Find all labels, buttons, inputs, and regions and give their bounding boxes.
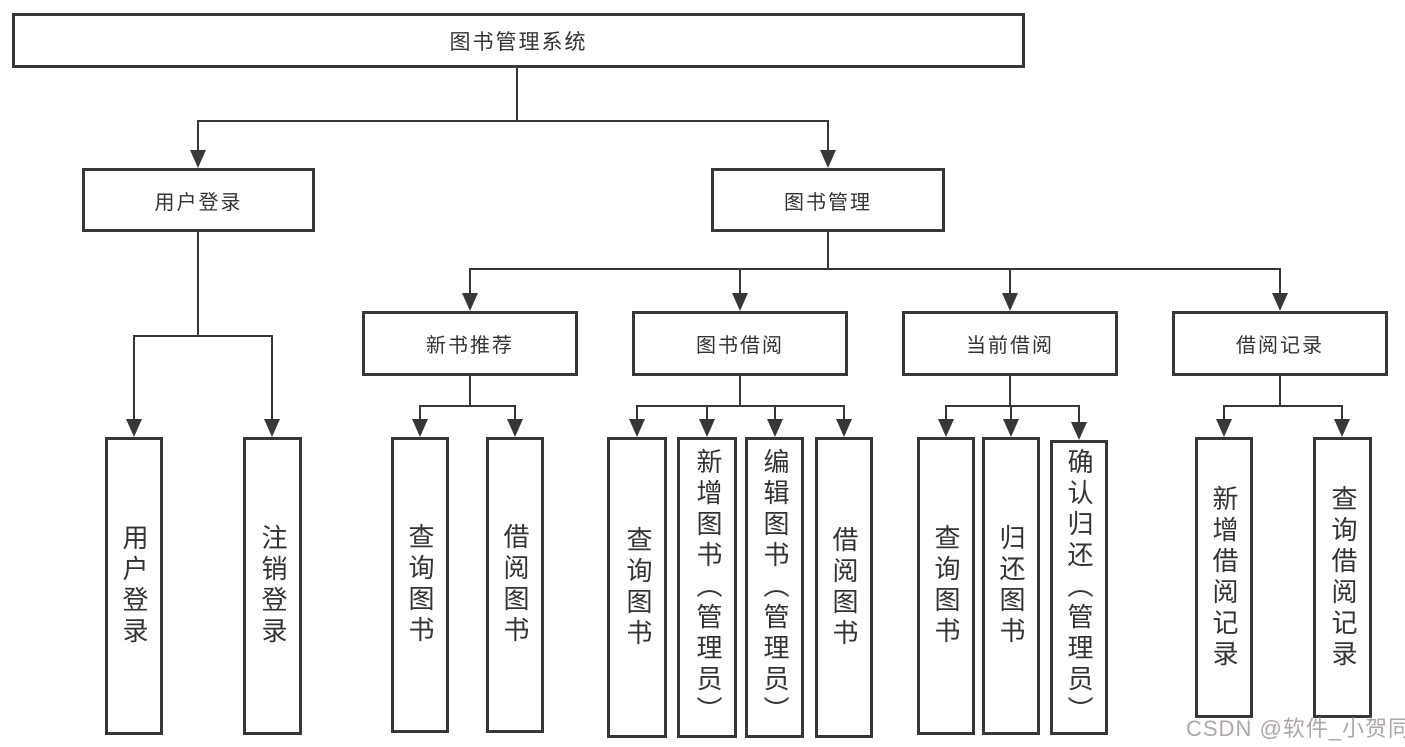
node-book-management: 图书管理 [711,168,945,232]
arrow-head [1003,419,1019,437]
leaf-add-book-admin: 新增图书（管理员） [677,437,737,738]
connector-line [1223,405,1225,420]
arrow-head [1216,419,1232,437]
arrow-head [1002,293,1018,311]
connector-line [945,405,1080,407]
connector-line [514,405,516,420]
connector-line [1341,405,1343,420]
arrow-head [1071,422,1087,440]
arrow-head [126,419,142,437]
arrow-head [836,419,852,437]
leaf-confirm-return-admin: 确认归还（管理员） [1050,440,1108,735]
connector-line [133,335,273,337]
connector-line [271,335,273,420]
connector-line [1279,376,1281,405]
leaf-query-book: 查询图书 [607,437,667,738]
connector-line [739,376,741,405]
arrow-head [732,293,748,311]
node-new-book-recommend: 新书推荐 [362,311,578,376]
arrow-head [767,419,783,437]
connector-line [827,232,829,268]
connector-line [197,120,829,122]
connector-line [636,405,638,420]
node-book-borrow: 图书借阅 [632,311,848,376]
arrow-head [629,419,645,437]
connector-line [133,335,135,420]
leaf-query-book: 查询图书 [917,437,975,735]
connector-line [516,68,518,120]
arrow-head [264,419,280,437]
connector-line [827,120,829,152]
arrow-head [462,293,478,311]
connector-line [419,405,421,420]
connector-line [469,268,1281,270]
leaf-logout: 注销登录 [243,437,302,735]
leaf-user-login: 用户登录 [105,437,163,735]
arrow-head [1272,293,1288,311]
arrow-head [507,419,523,437]
node-borrow-records: 借阅记录 [1172,311,1388,376]
connector-line [1279,268,1281,295]
connector-line [419,405,516,407]
node-current-borrow: 当前借阅 [902,311,1118,376]
arrow-head [190,150,206,168]
connector-line [197,120,199,152]
leaf-borrow-book: 借阅图书 [486,437,544,733]
csdn-watermark: CSDN @软件_小贺同学 [1186,716,1405,741]
connector-line [774,405,776,420]
connector-line [1009,268,1011,295]
leaf-query-book: 查询图书 [391,437,449,733]
arrow-head [699,419,715,437]
node-user-login: 用户登录 [82,168,315,232]
connector-line [469,376,471,405]
connector-line [1010,405,1012,420]
connector-line [1223,405,1343,407]
connector-line [945,405,947,420]
leaf-query-borrow-record: 查询借阅记录 [1313,437,1372,718]
connector-line [636,405,845,407]
connector-line [843,405,845,420]
arrow-head [412,419,428,437]
connector-line [706,405,708,420]
leaf-borrow-book: 借阅图书 [815,437,873,738]
node-book-management-system: 图书管理系统 [12,13,1025,68]
arrow-head [1334,419,1350,437]
arrow-head [938,419,954,437]
connector-line [1078,405,1080,423]
connector-line [469,268,471,295]
connector-line [197,232,199,335]
leaf-add-borrow-record: 新增借阅记录 [1195,437,1253,718]
connector-line [1009,376,1011,405]
connector-line [739,268,741,295]
leaf-edit-book-admin: 编辑图书（管理员） [745,437,804,738]
arrow-head [820,150,836,168]
leaf-return-book: 归还图书 [982,437,1040,735]
